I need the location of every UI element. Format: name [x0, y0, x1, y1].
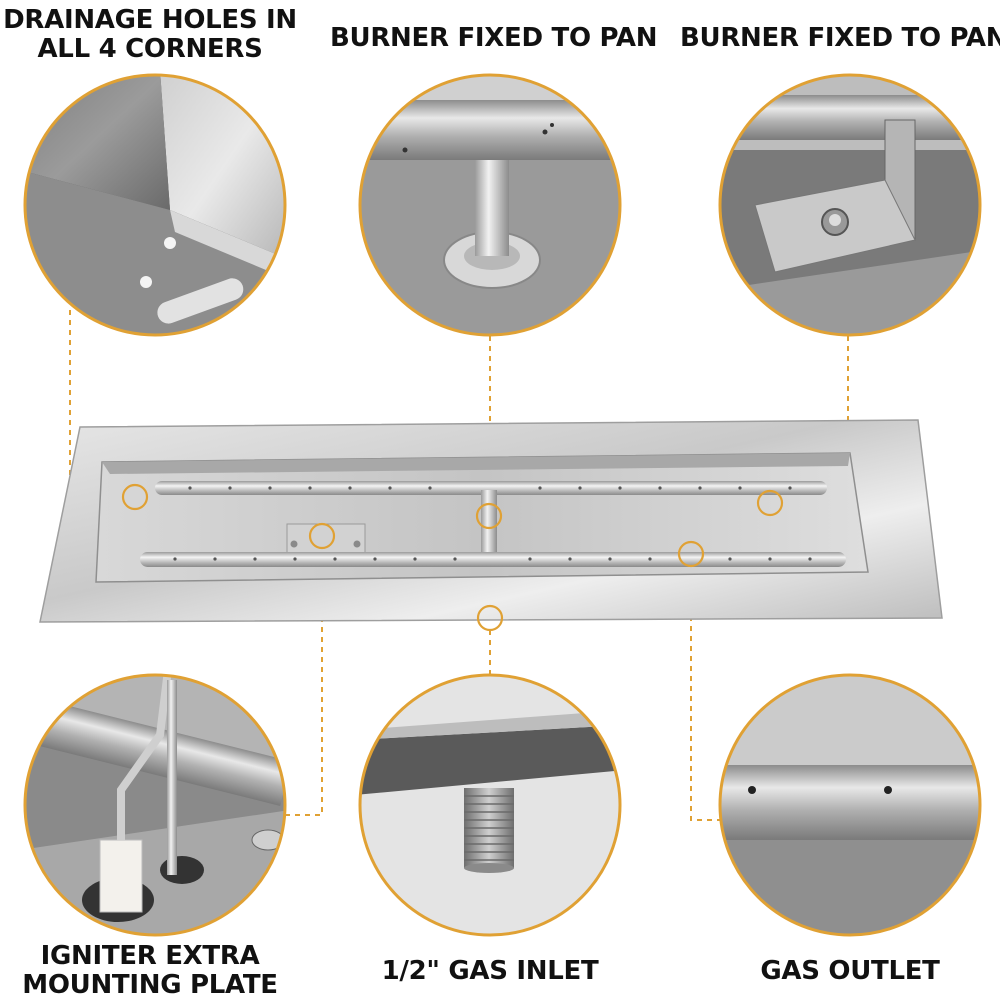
burner-port — [550, 123, 554, 127]
plate-screw — [290, 540, 298, 548]
callout-markers — [121, 483, 784, 632]
detail-burner-post — [358, 73, 622, 337]
gas-outlet-port — [884, 786, 892, 794]
burner-port — [542, 129, 548, 135]
gas-outlet-port — [748, 786, 756, 794]
detail-burner-bracket — [718, 73, 982, 337]
burner-port — [402, 147, 408, 153]
burner-pan — [39, 419, 943, 623]
marker-gas-outlet — [677, 540, 705, 568]
label-gas-outlet: GAS OUTLET — [700, 957, 1000, 986]
label-igniter-plate: IGNITER EXTRA MOUNTING PLATE — [0, 942, 300, 1000]
drainage-hole — [164, 237, 176, 249]
leader-gas-outlet — [690, 566, 725, 821]
burner-cross-tube — [481, 490, 497, 558]
detail-gas-outlet — [718, 673, 982, 937]
label-drainage-holes: DRAINAGE HOLES IN ALL 4 CORNERS — [0, 6, 300, 64]
pan-inner-wall — [102, 453, 850, 474]
igniter-mounting-plate — [286, 523, 366, 557]
burner-tube-front — [140, 552, 846, 567]
burner-ports — [173, 486, 812, 561]
detail-igniter — [23, 673, 287, 937]
detail-gas-inlet — [358, 673, 622, 937]
marker-igniter — [308, 522, 336, 550]
marker-gas-inlet — [476, 604, 504, 632]
detail-drainage-corner — [23, 73, 287, 337]
label-burner-fixed-2-text: BURNER FIXED TO PAN — [680, 23, 1000, 53]
label-burner-fixed-1-text: BURNER FIXED TO PAN — [330, 23, 658, 53]
label-igniter-line1: IGNITER EXTRA — [40, 941, 260, 971]
label-gas-inlet-text: 1/2" GAS INLET — [381, 956, 599, 986]
label-igniter-line2: MOUNTING PLATE — [22, 970, 278, 1000]
burner-tube-back — [155, 481, 827, 495]
label-burner-fixed-1: BURNER FIXED TO PAN — [330, 23, 658, 53]
label-drainage-line1: DRAINAGE HOLES IN — [3, 5, 297, 35]
marker-drainage — [121, 483, 149, 511]
label-burner-fixed-2: BURNER FIXED TO PAN — [680, 24, 1000, 53]
label-drainage-line2: ALL 4 CORNERS — [37, 34, 263, 64]
marker-burner-fixed-1 — [475, 502, 503, 530]
marker-burner-fixed-2 — [756, 489, 784, 517]
label-gas-inlet: 1/2" GAS INLET — [340, 957, 640, 986]
plate-screw — [353, 540, 361, 548]
label-gas-outlet-text: GAS OUTLET — [760, 956, 940, 986]
leader-igniter — [285, 547, 323, 816]
drainage-hole — [140, 276, 152, 288]
